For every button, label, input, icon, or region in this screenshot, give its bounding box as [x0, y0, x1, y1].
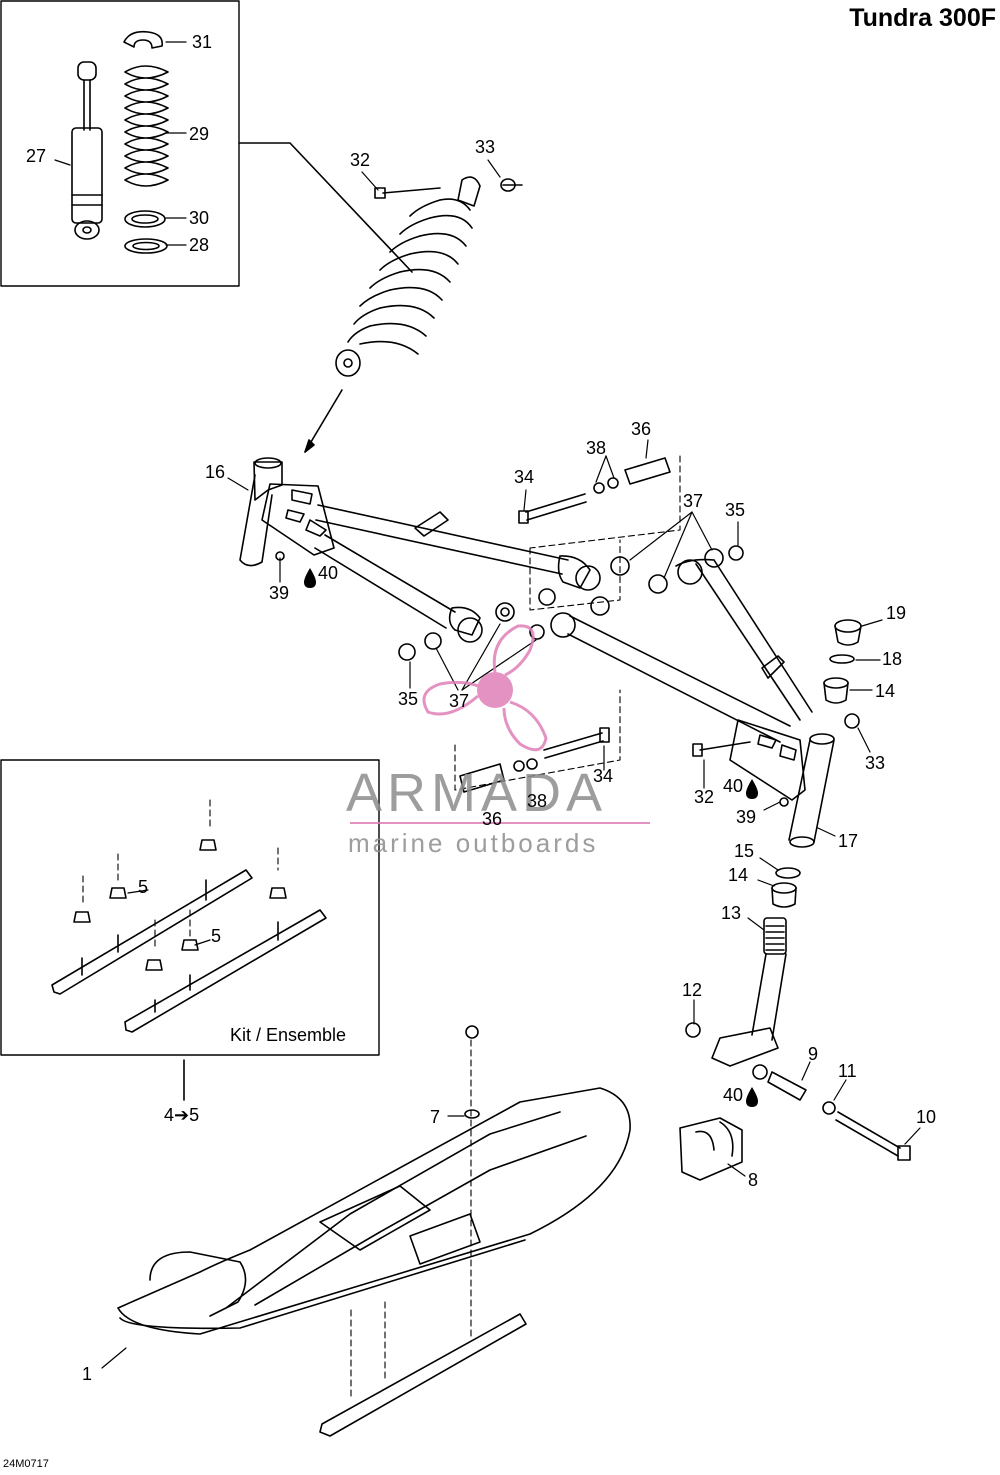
callout-33: 33	[865, 753, 886, 773]
lube-drop-icon	[304, 568, 316, 588]
callout-34: 34	[514, 467, 535, 487]
callout-32: 32	[350, 150, 371, 170]
lube-drop-icon	[746, 1087, 758, 1107]
spindle	[711, 917, 787, 1067]
bolt-bottom	[459, 727, 610, 793]
kit-label: Kit / Ensemble	[230, 1025, 347, 1045]
washer-ring	[124, 238, 168, 254]
callout-9: 9	[808, 1044, 819, 1064]
callout-5: 5	[211, 926, 222, 946]
callout-17: 17	[838, 831, 859, 851]
kit-range-label: 4➔5	[164, 1105, 200, 1125]
callout-18: 18	[882, 649, 903, 669]
callout-40: 40	[318, 563, 339, 583]
bolt-top	[518, 457, 671, 524]
watermark-tagline: marine outboards	[348, 828, 599, 858]
spindle-housing	[788, 733, 835, 848]
callout-29: 29	[189, 124, 210, 144]
callout-35: 35	[725, 500, 746, 520]
callout-10: 10	[916, 1107, 937, 1127]
coil-spring	[124, 65, 169, 187]
callout-35: 35	[398, 689, 419, 709]
ski	[117, 1087, 631, 1335]
callout-30: 30	[189, 208, 210, 228]
spring-clip	[123, 30, 164, 49]
diagram-title: Tundra 300F	[849, 4, 996, 32]
kit-runners	[51, 869, 327, 1033]
callout-12: 12	[682, 980, 703, 1000]
spindle-cap-parts	[771, 619, 862, 908]
callout-37: 37	[449, 691, 470, 711]
kit-inset-box	[0, 759, 380, 1056]
callout-19: 19	[886, 603, 907, 623]
callout-5: 5	[138, 877, 149, 897]
spring-seat	[124, 210, 166, 228]
ski-runner	[319, 1313, 527, 1437]
dashed-guides	[82, 455, 681, 1401]
shock-absorber	[71, 61, 103, 240]
arrow-right-icon: ➔	[174, 1105, 190, 1125]
watermark-name: ARMADA	[346, 763, 608, 823]
bushings	[398, 545, 860, 729]
callout-38: 38	[586, 438, 607, 458]
callout-1: 1	[82, 1364, 93, 1384]
callout-39: 39	[736, 807, 757, 827]
callout-31: 31	[192, 32, 213, 52]
callout-40: 40	[723, 776, 744, 796]
main-shock-assembly	[335, 176, 523, 377]
callout-32: 32	[694, 787, 715, 807]
callout-11: 11	[838, 1061, 857, 1081]
callout-8: 8	[748, 1170, 759, 1190]
callout-27: 27	[26, 146, 47, 166]
callout-28: 28	[189, 235, 210, 255]
callout-7: 7	[430, 1107, 441, 1127]
callout-37: 37	[683, 491, 704, 511]
upper-a-arm	[239, 457, 601, 643]
callout-14: 14	[875, 681, 896, 701]
callout-34: 34	[593, 766, 614, 786]
lube-drop-icon	[746, 779, 758, 799]
lube-drops	[304, 568, 758, 1107]
callout-36: 36	[631, 419, 652, 439]
callout-15: 15	[734, 841, 755, 861]
callout-36: 36	[482, 809, 503, 829]
callout-33: 33	[475, 137, 496, 157]
callout-16: 16	[205, 462, 226, 482]
callout-38: 38	[527, 791, 548, 811]
callout-39: 39	[269, 583, 290, 603]
callout-13: 13	[721, 903, 742, 923]
watermark-logo	[422, 624, 548, 752]
callout-14: 14	[728, 865, 749, 885]
callout-40: 40	[723, 1085, 744, 1105]
ski-bolt	[685, 1022, 911, 1161]
ski-stopper	[679, 1117, 743, 1181]
kit-hardware	[73, 839, 287, 1013]
drawing-code: 24M0717	[3, 1458, 49, 1470]
